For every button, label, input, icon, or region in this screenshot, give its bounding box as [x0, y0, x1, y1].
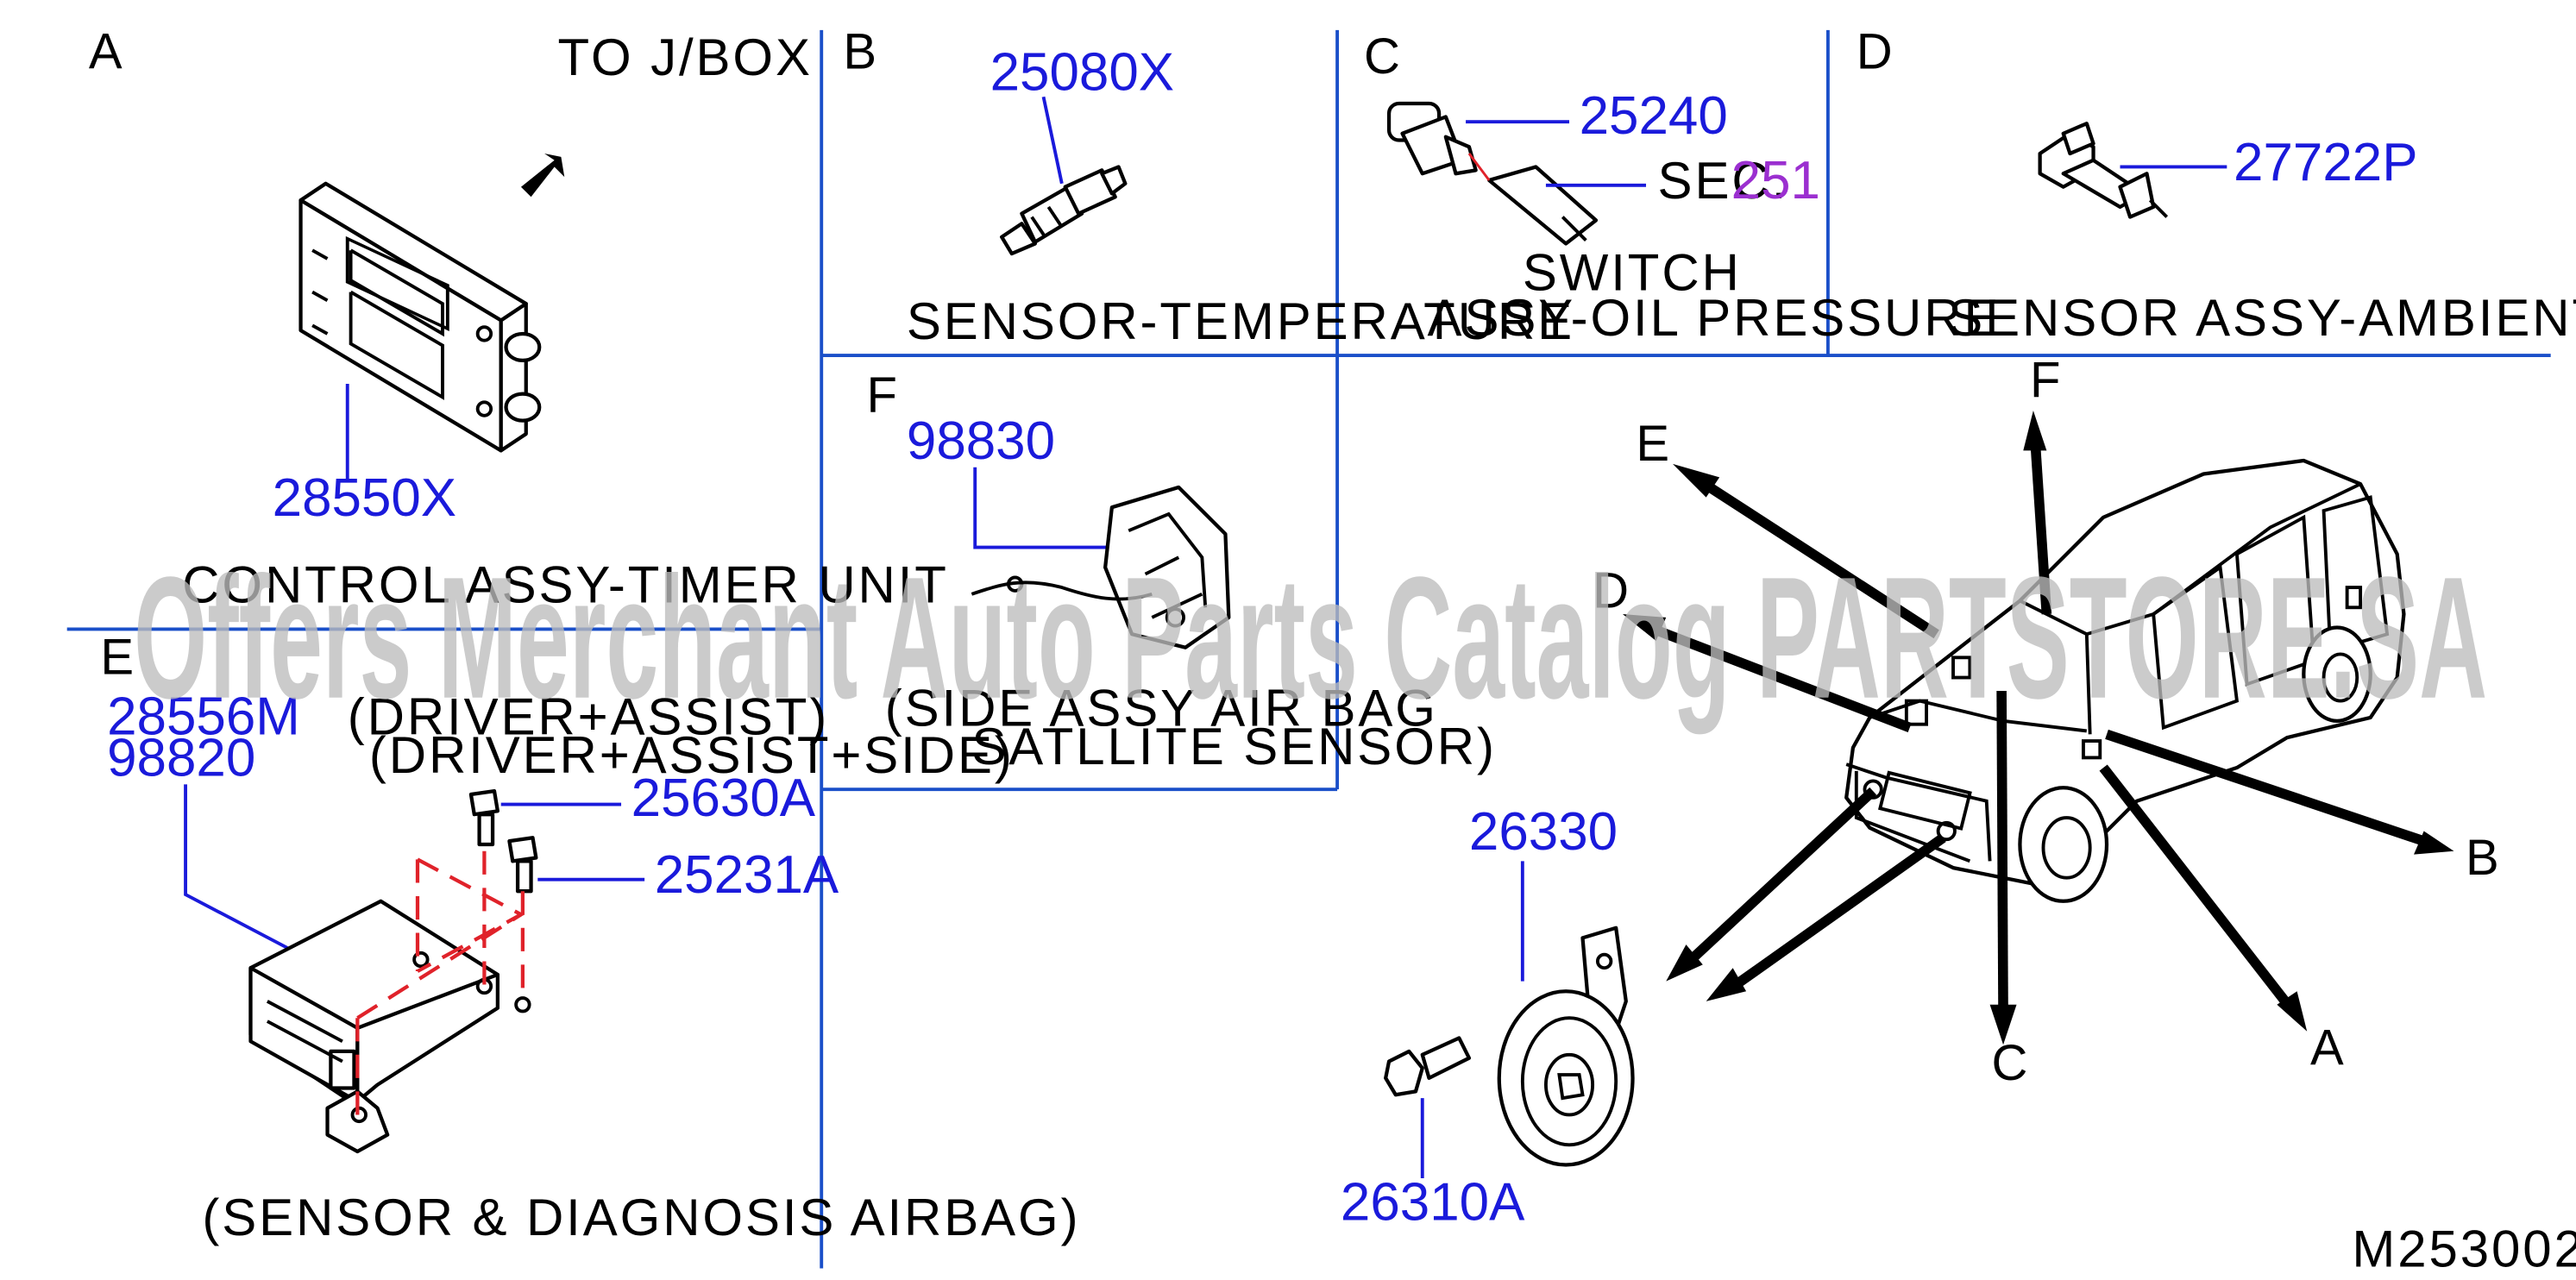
airbag-mounting-guides	[355, 850, 525, 1119]
diagram-code: M2530024	[2352, 1220, 2576, 1278]
airbag-unit-drawing	[248, 899, 531, 1154]
part-number-25231a: 25231A	[655, 845, 839, 905]
panel-b: B 25080X SENSOR-TEMPERATURE	[843, 23, 1574, 350]
part-number-28556m: 28556M	[107, 687, 300, 746]
jbox-arrow-icon	[520, 154, 565, 198]
timer-unit-drawing	[298, 181, 542, 453]
callout-arrow-d: D	[1593, 562, 1912, 732]
callout-letter-a: A	[2310, 1020, 2344, 1076]
ambient-sensor-drawing	[2038, 122, 2169, 219]
to-jbox-label: TO J/BOX	[558, 28, 813, 86]
callout-letter-b: B	[2466, 830, 2499, 886]
panel-f: F 98830 (SIDE ASSY AIR BAG SATLLITE SENS…	[866, 367, 1497, 775]
part-number-26330: 26330	[1469, 802, 1618, 862]
callout-letter-c: C	[1992, 1035, 2028, 1091]
part-number-26310a: 26310A	[1341, 1172, 1525, 1232]
section-letter-d: D	[1857, 23, 1893, 79]
temperature-sensor-drawing	[1000, 165, 1128, 256]
caption-oil-pressure: ASSY-OIL PRESSURE	[1428, 289, 2001, 347]
callout-letter-e: E	[1636, 416, 1669, 472]
caption-sensor-ambient: SENSOR ASSY-AMBIENT	[1948, 289, 2576, 347]
part-number-98820: 98820	[107, 729, 255, 788]
callout-letter-f: F	[2030, 352, 2060, 408]
callout-arrow-horn-2	[1706, 833, 1946, 1001]
sec-reference-number: 251	[1731, 151, 1820, 210]
vehicle-callouts: E F D C B A	[1593, 352, 2499, 1090]
part-number-98830: 98830	[907, 411, 1055, 471]
vehicle-drawing	[1844, 458, 2406, 903]
panel-dividers	[66, 29, 2551, 1269]
note-driver-assist: (DRIVER+ASSIST)	[348, 687, 829, 745]
note-driver-assist-side: (DRIVER+ASSIST+SIDE)	[369, 726, 1015, 784]
caption-switch: SWITCH	[1523, 244, 1742, 302]
panel-c: C 25240 SEC. 251 SWITCH ASSY-OIL PRESSUR…	[1364, 28, 2001, 347]
panel-a: A TO J/BOX 28550X CONTROL ASSY-TIMER UNI…	[89, 23, 949, 613]
caption-timer-unit: CONTROL ASSY-TIMER UNIT	[182, 555, 949, 613]
panel-d: D 27722P SENSOR ASSY-AMBIENT	[1857, 23, 2576, 347]
caption-sensor-diagnosis-airbag: (SENSOR & DIAGNOSIS AIRBAG)	[202, 1189, 1080, 1246]
section-letter-c: C	[1364, 28, 1400, 85]
caption-side-air-bag: (SIDE ASSY AIR BAG	[885, 680, 1438, 737]
horn-section: 26330 26310A	[1341, 802, 1635, 1232]
part-number-28550x: 28550X	[273, 468, 456, 528]
part-number-25630a: 25630A	[631, 769, 816, 828]
horn-bolt-drawing	[1384, 1036, 1472, 1097]
part-number-27722p: 27722P	[2234, 133, 2417, 192]
caption-sensor-temperature: SENSOR-TEMPERATURE	[907, 292, 1574, 350]
section-letter-e: E	[100, 630, 134, 686]
section-letter-b: B	[843, 23, 876, 79]
callout-arrow-b: B	[2105, 729, 2499, 886]
horn-drawing	[1497, 925, 1635, 1167]
bolt-25630a-drawing	[468, 788, 499, 847]
panel-e: E 28556M 98820 (DRIVER+ASSIST) (DRIVER+A…	[100, 630, 1080, 1246]
callout-letter-d: D	[1593, 562, 1629, 618]
part-number-25240: 25240	[1580, 86, 1728, 146]
callout-arrow-horn-1	[1666, 787, 1877, 982]
oil-pressure-switch-drawing	[1386, 101, 1599, 246]
callout-arrow-f: F	[2023, 352, 2060, 615]
callout-arrow-c: C	[1989, 690, 2028, 1091]
sec-reference-prefix: SEC.	[1658, 152, 1789, 210]
section-letter-a: A	[89, 23, 123, 79]
watermark-text: Offers Merchant Auto Parts Catalog PARTS…	[134, 541, 2487, 735]
bolt-25231a-drawing	[507, 836, 538, 894]
callout-arrow-e: E	[1636, 416, 1939, 639]
caption-satellite-sensor: SATLLITE SENSOR)	[971, 718, 1497, 775]
section-letter-f: F	[866, 367, 896, 424]
callout-arrow-a: A	[2099, 764, 2344, 1076]
part-number-25080x: 25080X	[990, 42, 1174, 102]
satellite-sensor-drawing	[971, 485, 1231, 649]
